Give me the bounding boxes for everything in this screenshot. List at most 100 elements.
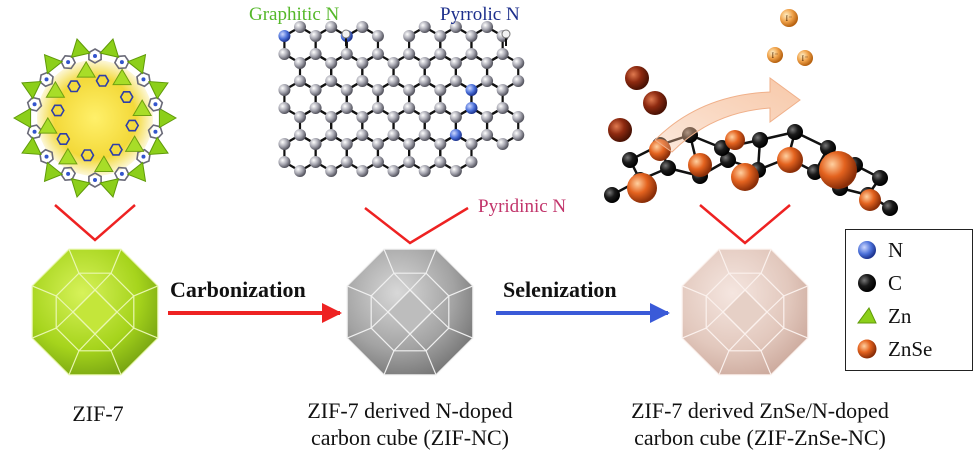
carbon-atom (309, 84, 322, 96)
znse-particle (725, 130, 745, 150)
carbon-atom (371, 138, 384, 150)
carbon-atom (434, 156, 447, 168)
carbon-atom (387, 111, 400, 123)
facet-edge (346, 285, 372, 297)
zn-tetrahedron (76, 60, 97, 78)
carbon-atom (356, 21, 369, 33)
carbon-atom (512, 57, 525, 69)
znse-particle (731, 163, 759, 191)
zn-tetrahedron (158, 107, 178, 129)
carbon-atom (340, 84, 353, 96)
carbon-atom (294, 129, 306, 141)
carbon-atom (340, 48, 353, 60)
carbon-atom (465, 138, 478, 150)
facet-edge (431, 295, 450, 313)
selenization-label: Selenization (503, 277, 617, 302)
facet-edge (370, 311, 389, 329)
zn-tetrahedron (70, 178, 91, 198)
iodide-ion-label: I⁻ (802, 54, 809, 63)
carbon-atom (418, 57, 431, 69)
carbon-atom (356, 57, 369, 69)
linker-n-atom (119, 60, 124, 65)
carbon-atom (278, 138, 291, 150)
carbon-atom (340, 138, 353, 150)
carbon-atom (294, 21, 306, 33)
carbon-atom (807, 164, 823, 180)
linker-n-atom (66, 171, 71, 176)
carbon-atom (371, 84, 384, 96)
linker-n-atom (44, 154, 49, 159)
iodine-atom (643, 91, 667, 115)
linker-n-atom (66, 60, 71, 65)
zn-tetrahedron (126, 53, 147, 75)
carbon-atom (309, 48, 322, 60)
carbon-atom (465, 48, 478, 60)
facet-edge (409, 333, 427, 352)
zn-tetrahedron (58, 147, 78, 165)
zn-tetrahedron (21, 80, 42, 100)
linker-n-atom (153, 129, 158, 134)
linker-n-atom (153, 102, 158, 107)
carbon-atom (418, 21, 431, 33)
inner-linker-ring (119, 91, 134, 103)
carbon-atom (449, 21, 462, 33)
carbon-atom (387, 165, 400, 177)
carbon-atom (481, 21, 494, 33)
carbon-atom (418, 75, 431, 87)
carbon-atom (387, 75, 400, 87)
carbon-atom (496, 138, 509, 150)
carbon-atom (449, 75, 462, 87)
facet-edge (393, 333, 411, 352)
inner-linker-ring (109, 143, 123, 156)
blue-sphere-icon (858, 241, 876, 259)
facet-edge (705, 295, 724, 313)
carbon-atom (356, 75, 369, 87)
carbon-atom (403, 48, 416, 60)
zn-tetrahedron (99, 178, 120, 198)
carbon-atom (434, 138, 447, 150)
pyrrolic-n-label: Pyrrolic N (440, 4, 520, 25)
facet-edge (728, 272, 746, 291)
linker-n-atom (32, 102, 37, 107)
carbon-atom (481, 57, 494, 69)
carbon-atom (449, 165, 462, 177)
facet-edge (425, 350, 437, 376)
facet-edge (718, 248, 730, 274)
facet-edge (383, 350, 395, 376)
zif7-framework-structure (12, 38, 178, 198)
carbon-atom (604, 187, 620, 203)
iodine-atom (608, 118, 632, 142)
carbon-atom (325, 165, 338, 177)
facet-edge (68, 350, 80, 376)
facet-edge (94, 272, 112, 291)
zif-znse-caption-line2: carbon cube (ZIF-ZnSe-NC) (634, 425, 886, 450)
facet-edge (760, 350, 772, 376)
carbon-atom (294, 111, 306, 123)
legend-label-c: C (888, 270, 903, 295)
facet-edge (760, 248, 772, 274)
zif-nc-caption-line2: carbon cube (ZIF-NC) (311, 425, 509, 450)
facet-edge (68, 248, 80, 274)
carbon-atom (309, 138, 322, 150)
carbon-atom (356, 165, 369, 177)
facet-edge (133, 285, 159, 297)
carbon-atom (325, 129, 338, 141)
carbon-atom (496, 102, 509, 114)
facet-edge (31, 327, 57, 339)
carbon-atom (622, 152, 638, 168)
graphitic-n-label: Graphitic N (249, 4, 340, 25)
hydrogen-atom (341, 29, 351, 39)
zn-tetrahedron (148, 136, 169, 156)
carbon-atom (371, 30, 384, 42)
facet-edge (783, 327, 809, 339)
inner-linker-ring (56, 133, 71, 145)
carbon-atom (403, 84, 416, 96)
facet-edge (370, 295, 389, 313)
facet-edge (393, 272, 411, 291)
facet-edge (78, 333, 96, 352)
facet-edge (94, 333, 112, 352)
znse-particle (777, 147, 803, 173)
carbon-atom (371, 48, 384, 60)
zn-tetrahedron (21, 136, 42, 156)
zif7-caption: ZIF-7 (72, 401, 124, 426)
